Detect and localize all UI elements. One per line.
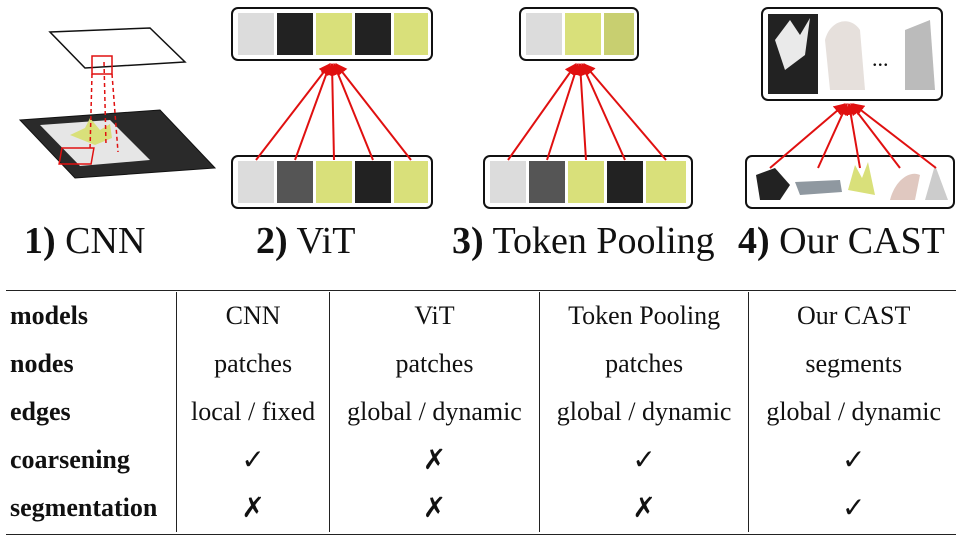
cross-mark-icon: ✗ — [329, 484, 540, 532]
cross-mark-icon: ✗ — [175, 484, 330, 532]
table-row: nodes patches patches patches segments — [6, 340, 958, 388]
table-cell: local / fixed — [175, 388, 330, 436]
caption-label: ViT — [296, 220, 356, 262]
table-top-rule — [6, 290, 956, 291]
vit-illustration — [231, 7, 433, 209]
table-row-header: models CNN ViT Token Pooling Our CAST — [6, 292, 958, 340]
caption-number: 3) — [452, 220, 484, 262]
caption-number: 2) — [256, 220, 288, 262]
caption-label: CNN — [65, 220, 146, 262]
table-cell: patches — [329, 340, 540, 388]
caption-label: Our CAST — [779, 220, 945, 262]
check-mark-icon: ✓ — [748, 436, 958, 484]
comparison-table: models CNN ViT Token Pooling Our CAST no… — [6, 292, 958, 532]
cross-mark-icon: ✗ — [538, 484, 749, 532]
figure-illustrations: ... — [18, 7, 955, 209]
table-cell: segments — [748, 340, 958, 388]
table-cell: edges — [10, 397, 71, 426]
check-mark-icon: ✓ — [175, 436, 330, 484]
cross-mark-icon: ✗ — [329, 436, 540, 484]
caption-cast: 4) Our CAST — [738, 220, 945, 262]
cast-illustration: ... — [745, 7, 955, 209]
table-cell: global / dynamic — [538, 388, 749, 436]
caption-vit: 2) ViT — [256, 220, 355, 262]
table-row: edges local / fixed global / dynamic glo… — [6, 388, 958, 436]
table-row: coarsening ✓ ✗ ✓ ✓ — [6, 436, 958, 484]
check-mark-icon: ✓ — [748, 484, 958, 532]
table-cell: ViT — [329, 292, 540, 340]
table-cell: nodes — [10, 349, 74, 378]
table-cell: global / dynamic — [329, 388, 540, 436]
caption-token-pooling: 3) Token Pooling — [452, 220, 715, 262]
caption-cnn: 1) CNN — [24, 220, 145, 262]
table-cell: global / dynamic — [748, 388, 958, 436]
table-cell: Token Pooling — [538, 292, 749, 340]
caption-label: Token Pooling — [492, 220, 715, 262]
check-mark-icon: ✓ — [538, 436, 749, 484]
caption-number: 4) — [738, 220, 770, 262]
table-cell: segmentation — [10, 493, 158, 522]
cnn-illustration — [18, 27, 217, 179]
table-bottom-rule — [6, 534, 956, 535]
table-cell: models — [10, 301, 88, 330]
table-cell: CNN — [175, 292, 330, 340]
table-cell: coarsening — [10, 445, 130, 474]
table-cell: Our CAST — [748, 292, 958, 340]
table-cell: patches — [175, 340, 330, 388]
ellipsis-text: ... — [872, 46, 889, 71]
token-pooling-illustration — [483, 7, 693, 209]
caption-number: 1) — [24, 220, 56, 262]
table-cell: patches — [538, 340, 749, 388]
table-row: segmentation ✗ ✗ ✗ ✓ — [6, 484, 958, 532]
